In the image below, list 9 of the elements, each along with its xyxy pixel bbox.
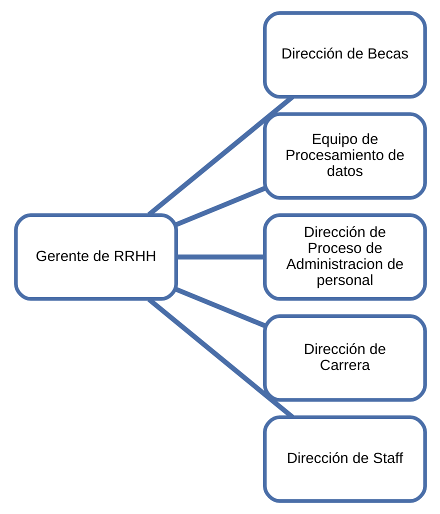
- node-box: Gerente de RRHH: [14, 213, 178, 301]
- connector: [174, 287, 266, 328]
- node-box: Equipo de Procesamiento de datos: [262, 112, 426, 200]
- connector: [174, 186, 266, 227]
- node-box: Dirección de Becas: [262, 11, 426, 99]
- node-box: Dirección de Carrera: [262, 314, 426, 402]
- node-box: Dirección de Staff: [262, 415, 426, 503]
- connector: [176, 254, 264, 260]
- node-box: Dirección de Proceso de Administracion de personal: [262, 213, 426, 301]
